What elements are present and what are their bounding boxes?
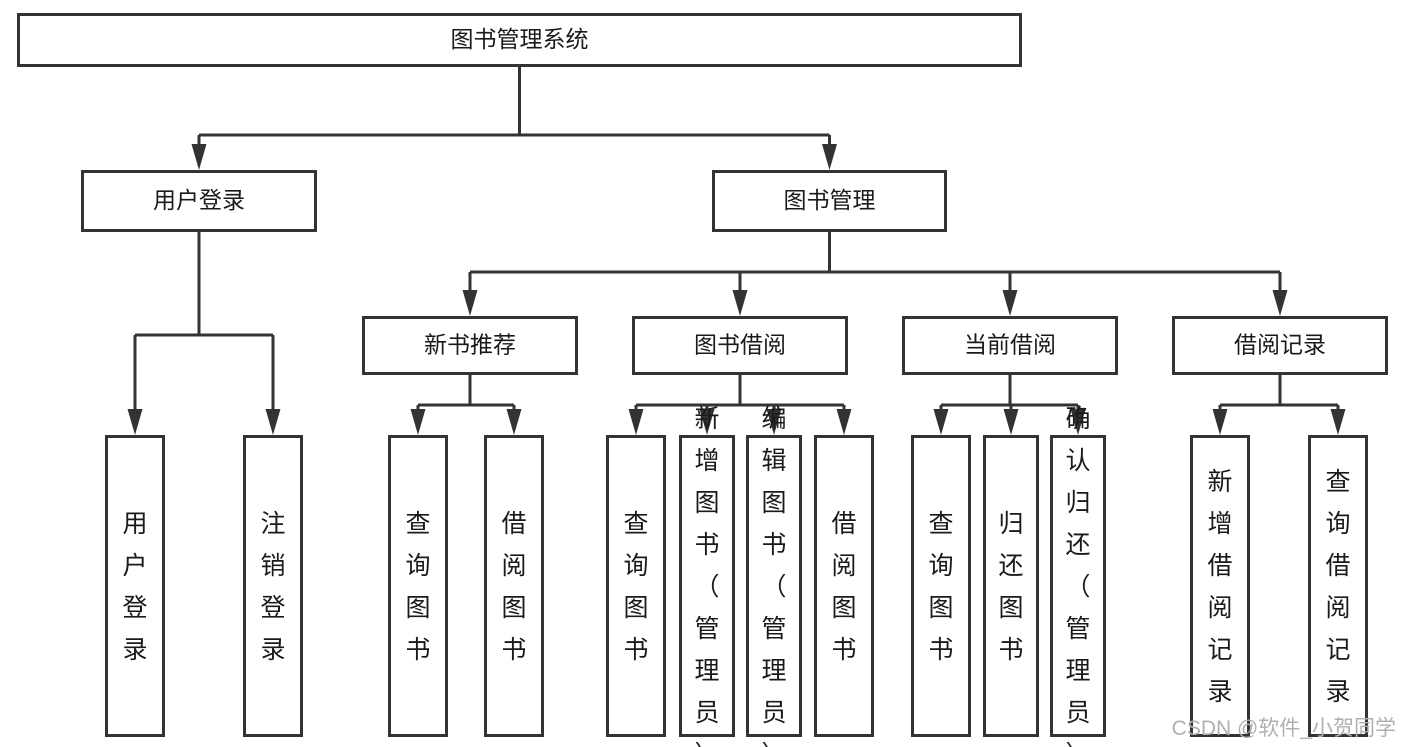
node-label: 新增借阅记录 bbox=[1207, 468, 1232, 706]
arrow-head-icon bbox=[265, 409, 281, 435]
node-label: 查询图书 bbox=[623, 510, 648, 664]
node-n-new-book-rec[interactable]: 新书推荐 bbox=[362, 316, 578, 375]
arrow-head-icon bbox=[933, 409, 949, 435]
node-box bbox=[388, 435, 448, 737]
csdn-watermark: CSDN @软件_小贺同学 bbox=[1172, 717, 1396, 740]
node-box bbox=[1172, 316, 1388, 375]
arrow-head-icon bbox=[191, 144, 207, 170]
node-l-user-login[interactable]: 用户登录 bbox=[105, 435, 165, 737]
node-label: 借阅记录 bbox=[1234, 332, 1326, 358]
node-n-book-borrow[interactable]: 图书借阅 bbox=[632, 316, 848, 375]
node-label: 查询图书 bbox=[405, 510, 430, 664]
node-l-edit-book[interactable]: 编辑图书（管理员） bbox=[746, 405, 802, 747]
node-l-query-book-3[interactable]: 查询图书 bbox=[911, 435, 971, 737]
node-box bbox=[679, 435, 735, 737]
node-label: 用户登录 bbox=[153, 187, 245, 213]
node-box bbox=[902, 316, 1118, 375]
node-label: 新增图书（管理员） bbox=[694, 405, 719, 747]
node-label: 查询图书 bbox=[928, 510, 953, 664]
node-label: 注销登录 bbox=[260, 510, 285, 664]
arrow-head-icon bbox=[462, 290, 478, 316]
node-label: 编辑图书（管理员） bbox=[761, 405, 786, 747]
node-l-add-record[interactable]: 新增借阅记录 bbox=[1190, 435, 1250, 737]
arrow-head-icon bbox=[1272, 290, 1288, 316]
node-l-query-book-1[interactable]: 查询图书 bbox=[388, 435, 448, 737]
arrow-head-icon bbox=[732, 290, 748, 316]
node-box bbox=[983, 435, 1039, 737]
node-box bbox=[814, 435, 874, 737]
node-label: 借阅图书 bbox=[501, 510, 526, 664]
node-root[interactable]: 图书管理系统 bbox=[17, 13, 1022, 67]
arrow-head-icon bbox=[766, 409, 782, 435]
node-l-add-book[interactable]: 新增图书（管理员） bbox=[679, 405, 735, 747]
connector-layer bbox=[127, 67, 1346, 435]
node-label: 查询借阅记录 bbox=[1325, 468, 1350, 706]
arrow-head-icon bbox=[127, 409, 143, 435]
arrow-head-icon bbox=[1002, 290, 1018, 316]
node-box bbox=[746, 435, 802, 737]
node-l-borrow-book-2[interactable]: 借阅图书 bbox=[814, 435, 874, 737]
node-layer: 图书管理系统用户登录图书管理新书推荐图书借阅当前借阅借阅记录用户登录注销登录查询… bbox=[17, 13, 1388, 747]
node-n-book-manage[interactable]: 图书管理 bbox=[712, 170, 947, 232]
node-label: 当前借阅 bbox=[964, 332, 1056, 358]
node-label: 借阅图书 bbox=[831, 510, 856, 664]
node-l-return-book[interactable]: 归还图书 bbox=[983, 435, 1039, 737]
node-box bbox=[606, 435, 666, 737]
arrow-head-icon bbox=[1070, 409, 1086, 435]
arrow-head-icon bbox=[1330, 409, 1346, 435]
node-label: 新书推荐 bbox=[424, 332, 516, 358]
arrow-head-icon bbox=[1003, 409, 1019, 435]
node-l-query-book-2[interactable]: 查询图书 bbox=[606, 435, 666, 737]
arrow-head-icon bbox=[628, 409, 644, 435]
node-label: 图书管理系统 bbox=[451, 26, 589, 52]
node-box bbox=[81, 170, 317, 232]
node-box bbox=[484, 435, 544, 737]
arrow-head-icon bbox=[506, 409, 522, 435]
node-box bbox=[1190, 435, 1250, 737]
node-label: 确认归还（管理员） bbox=[1065, 405, 1090, 747]
node-l-query-record[interactable]: 查询借阅记录 bbox=[1308, 435, 1368, 737]
node-n-borrow-record[interactable]: 借阅记录 bbox=[1172, 316, 1388, 375]
node-label: 图书管理 bbox=[784, 187, 876, 213]
arrow-head-icon bbox=[836, 409, 852, 435]
arrow-head-icon bbox=[1212, 409, 1228, 435]
arrow-head-icon bbox=[699, 409, 715, 435]
node-n-current-borrow[interactable]: 当前借阅 bbox=[902, 316, 1118, 375]
node-box bbox=[632, 316, 848, 375]
node-label: 归还图书 bbox=[998, 510, 1023, 664]
node-box bbox=[105, 435, 165, 737]
node-box bbox=[243, 435, 303, 737]
node-box bbox=[17, 13, 1022, 67]
node-n-user-login[interactable]: 用户登录 bbox=[81, 170, 317, 232]
node-label: 图书借阅 bbox=[694, 332, 786, 358]
node-l-borrow-book-1[interactable]: 借阅图书 bbox=[484, 435, 544, 737]
node-box bbox=[712, 170, 947, 232]
node-box bbox=[1050, 435, 1106, 737]
arrow-head-icon bbox=[822, 144, 837, 170]
node-l-confirm-return[interactable]: 确认归还（管理员） bbox=[1050, 405, 1106, 747]
node-box bbox=[1308, 435, 1368, 737]
node-box bbox=[362, 316, 578, 375]
node-l-logout[interactable]: 注销登录 bbox=[243, 435, 303, 737]
node-box bbox=[911, 435, 971, 737]
arrow-head-icon bbox=[410, 409, 426, 435]
node-label: 用户登录 bbox=[122, 510, 147, 664]
